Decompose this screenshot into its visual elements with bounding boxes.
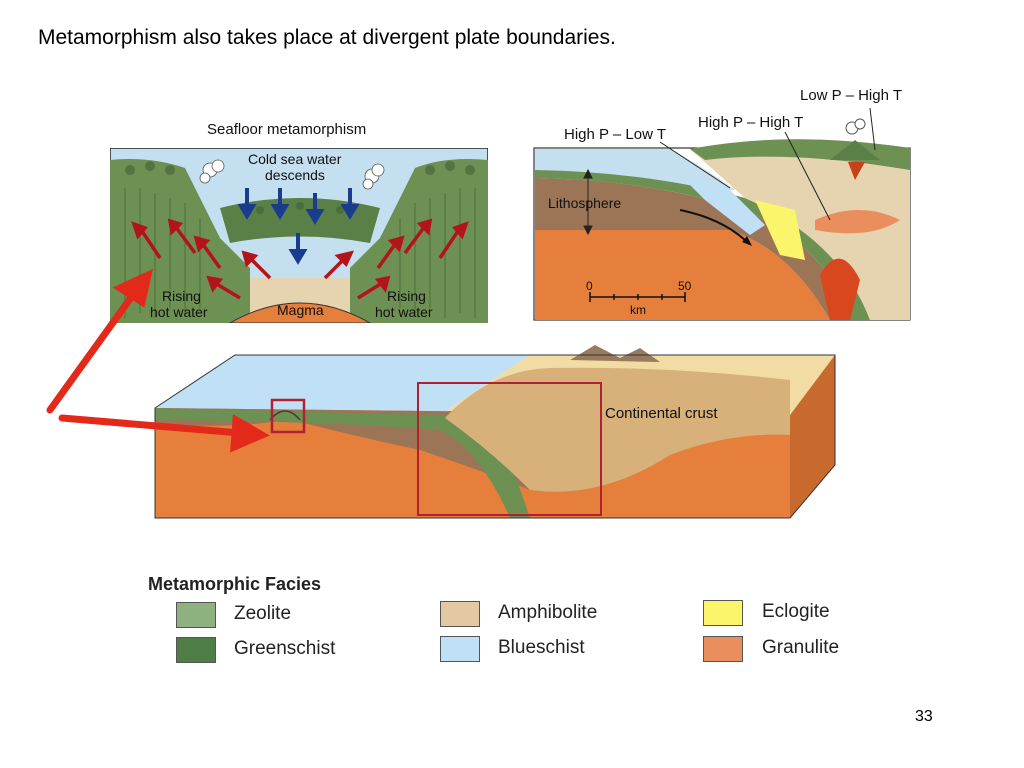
- label-low-p-high-t: Low P – High T: [800, 87, 902, 104]
- greenschist-label: Greenschist: [234, 638, 336, 659]
- block-diagram: Continental crust: [154, 345, 836, 519]
- eclogite-swatch: [703, 600, 743, 626]
- large-highlight-frame: [417, 382, 602, 516]
- cold-water-label-line2: descends: [265, 167, 325, 183]
- slide-title: Metamorphism also takes place at diverge…: [38, 26, 616, 49]
- greenschist-swatch: [176, 637, 216, 663]
- amphibolite-label: Amphibolite: [498, 602, 598, 623]
- granulite-label: Granulite: [762, 637, 840, 658]
- continental-crust-label: Continental crust: [605, 405, 718, 422]
- label-high-p-low-t: High P – Low T: [564, 126, 666, 143]
- scale-label-50: 50: [678, 279, 692, 293]
- rising-right-label-line1: Rising: [387, 288, 426, 304]
- rising-left-label-line2: hot water: [150, 304, 208, 320]
- small-highlight-frame: [270, 398, 306, 434]
- scale-unit-label: km: [630, 303, 646, 317]
- seafloor-diagram: Cold sea water descends Rising hot water…: [110, 148, 488, 323]
- rising-right-label-line2: hot water: [375, 304, 433, 320]
- zeolite-swatch: [176, 602, 216, 628]
- blueschist-label: Blueschist: [498, 637, 585, 658]
- blueschist-swatch: [440, 636, 480, 662]
- legend-title: Metamorphic Facies: [148, 574, 322, 594]
- page-number: 33: [915, 708, 933, 725]
- zeolite-label: Zeolite: [234, 603, 292, 624]
- rising-left-label-line1: Rising: [162, 288, 201, 304]
- label-high-p-high-t: High P – High T: [698, 114, 803, 131]
- amphibolite-swatch: [440, 601, 480, 627]
- magma-label: Magma: [277, 302, 324, 318]
- eclogite-label: Eclogite: [762, 601, 830, 622]
- lithosphere-label: Lithosphere: [548, 195, 621, 211]
- subduction-diagram: Low P – High T High P – High T High P – …: [533, 87, 911, 321]
- granulite-swatch: [703, 636, 743, 662]
- scale-label-0: 0: [586, 279, 593, 293]
- cold-water-label-line1: Cold sea water: [248, 151, 342, 167]
- seafloor-diagram-title: Seafloor metamorphism: [207, 121, 367, 138]
